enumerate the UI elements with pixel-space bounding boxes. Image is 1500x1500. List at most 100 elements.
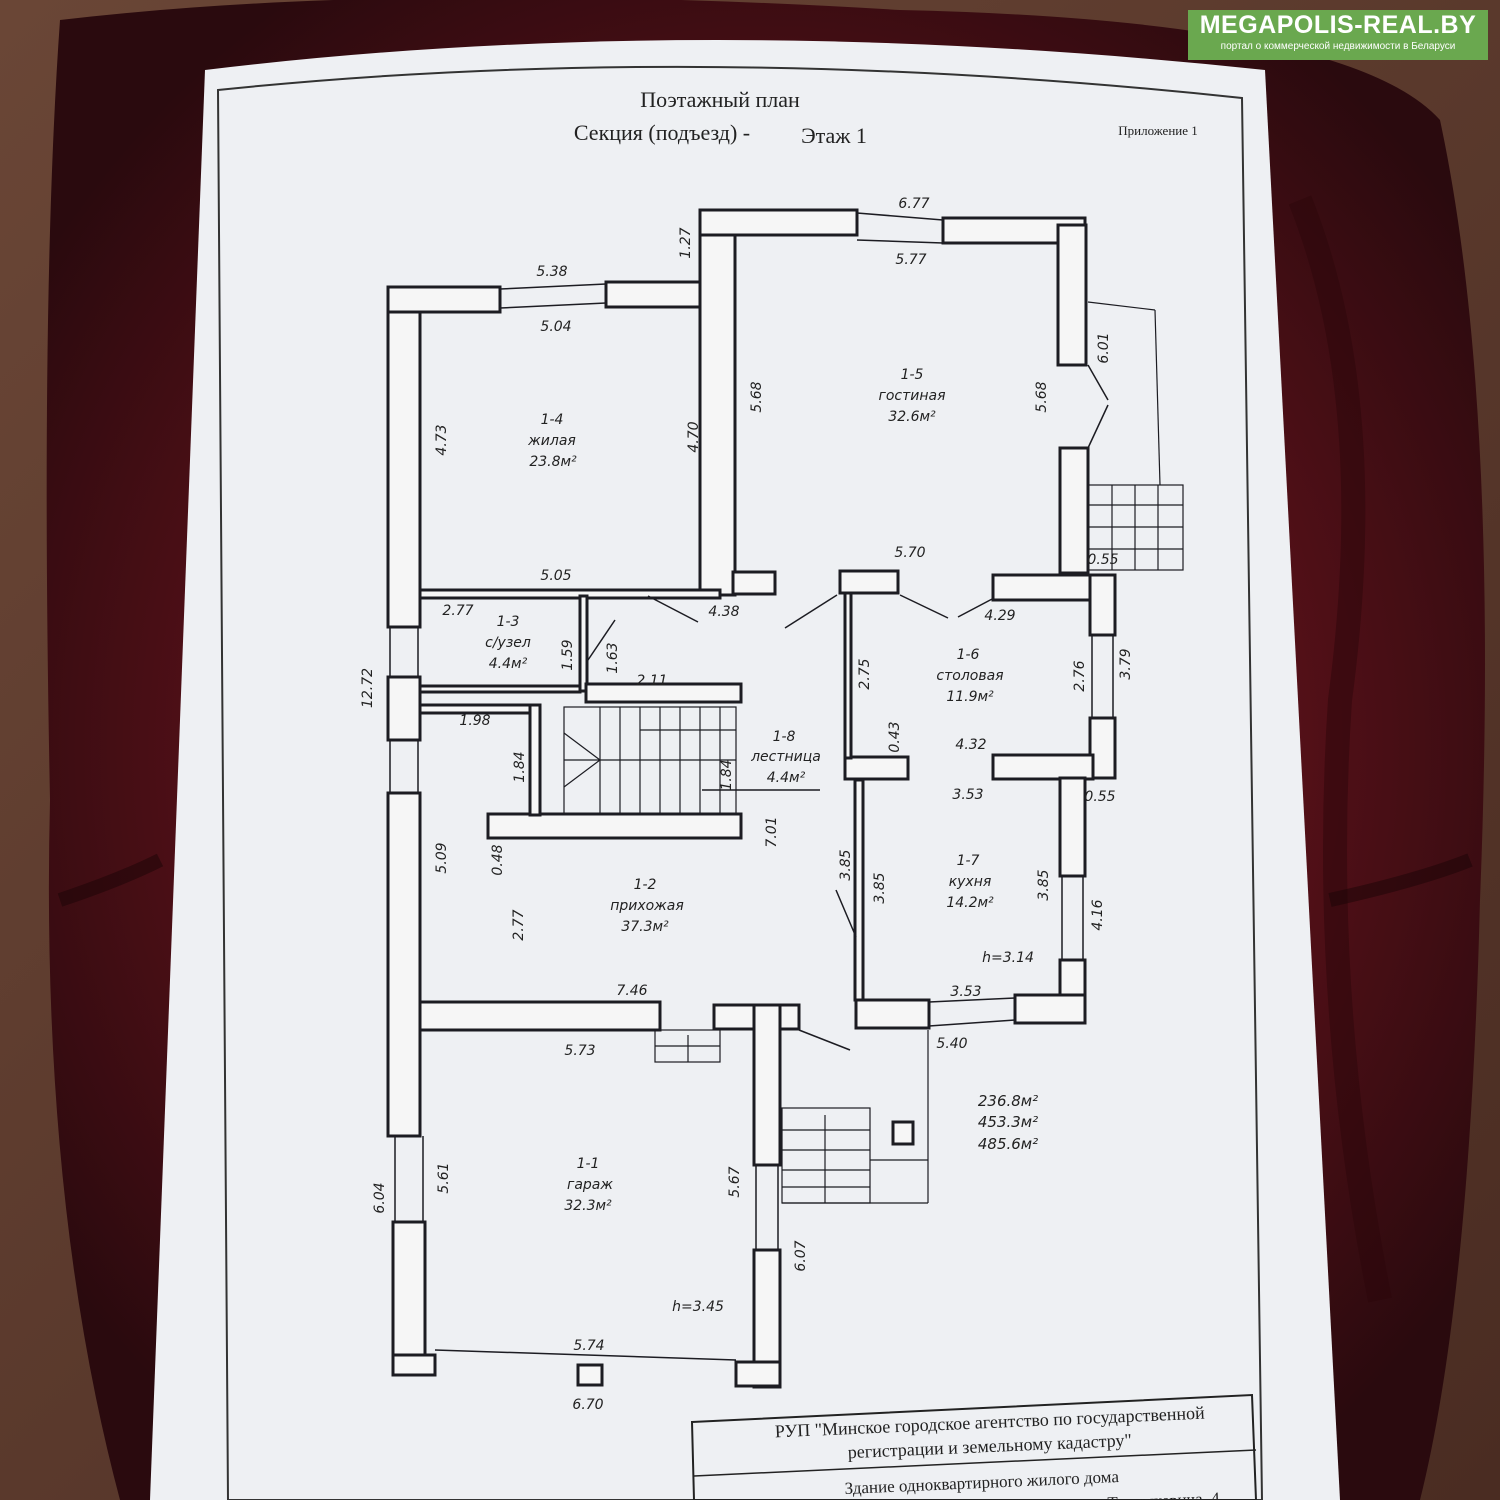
dim: 1.27 bbox=[678, 227, 694, 258]
title-stamp: РУП "Минское городское агентство по госу… bbox=[690, 1393, 1258, 1500]
dim: 3.79 bbox=[1118, 648, 1134, 679]
dim: 2.76 bbox=[1072, 660, 1088, 691]
dim: 1.98 bbox=[459, 713, 490, 729]
room-name: столовая bbox=[936, 668, 1003, 684]
dim: 3.53 bbox=[952, 787, 983, 803]
dim: 3.53 bbox=[950, 984, 981, 1000]
dim: 3.85 bbox=[1036, 869, 1052, 900]
room-1-2: 1-2 прихожая 37.3м² bbox=[610, 877, 684, 935]
room-area: 32.6м² bbox=[888, 409, 936, 425]
dim: 5.74 bbox=[573, 1338, 604, 1354]
room-labels: 1-1 гараж 32.3м² 1-2 прихожая 37.3м² 1-3… bbox=[485, 367, 1003, 1214]
dimension-labels: 5.38 5.04 6.77 5.77 5.05 5.70 2.77 4.38 … bbox=[442, 196, 1118, 1413]
watermark-logo[interactable]: MEGAPOLIS-REAL.BY портал о коммерческой … bbox=[1188, 10, 1488, 60]
dim: 5.05 bbox=[540, 568, 571, 584]
room-area: 4.4м² bbox=[489, 656, 528, 672]
dim: 2.77 bbox=[511, 909, 527, 940]
room-area: 23.8м² bbox=[529, 454, 577, 470]
total-area: 485.6м² bbox=[978, 1135, 1038, 1153]
dim: 6.07 bbox=[793, 1240, 809, 1271]
dim: 5.68 bbox=[749, 381, 765, 412]
room-name: лестница bbox=[750, 749, 821, 765]
room-id: 1-2 bbox=[634, 877, 657, 893]
room-id: 1-8 bbox=[773, 729, 796, 745]
dim: 3.85 bbox=[838, 849, 854, 880]
stairs bbox=[563, 301, 1184, 1204]
dimension-labels-vertical: 1.27 4.73 4.70 5.68 5.68 6.01 1.59 1.63 … bbox=[360, 227, 1134, 1271]
dim: 1.59 bbox=[560, 639, 576, 670]
address: Станислава Таращкевича, 4 bbox=[1019, 1489, 1220, 1500]
dim: 2.11 bbox=[636, 673, 667, 689]
room-name: гостиная bbox=[878, 388, 945, 404]
room-name: жилая bbox=[527, 433, 576, 449]
total-area: 236.8м² bbox=[978, 1092, 1038, 1110]
watermark-name: MEGAPOLIS-REAL.BY bbox=[1199, 11, 1477, 39]
room-area: 14.2м² bbox=[946, 895, 994, 911]
dim: 6.01 bbox=[1096, 332, 1112, 363]
dim: 2.77 bbox=[442, 603, 473, 619]
room-1-7: 1-7 кухня 14.2м² bbox=[946, 853, 994, 911]
dim: 0.48 bbox=[490, 844, 506, 875]
dim: 0.55 bbox=[1084, 789, 1115, 805]
watermark-tagline: портал о коммерческой недвижимости в Бел… bbox=[1220, 41, 1456, 52]
room-name: с/узел bbox=[485, 635, 531, 651]
dim: 6.70 bbox=[572, 1397, 603, 1413]
dim: 5.04 bbox=[540, 319, 571, 335]
dim: 5.40 bbox=[936, 1036, 967, 1052]
dim: 5.70 bbox=[894, 545, 925, 561]
dim: 7.46 bbox=[616, 983, 647, 999]
dim: 0.43 bbox=[887, 721, 903, 752]
room-id: 1-6 bbox=[957, 647, 980, 663]
section-label: Секция (подъезд) - bbox=[574, 120, 750, 145]
dim: 7.01 bbox=[764, 816, 780, 847]
dim: 6.77 bbox=[898, 196, 929, 212]
room-area: 4.4м² bbox=[767, 770, 806, 786]
dim: 0.55 bbox=[1087, 552, 1118, 568]
room-id: 1-4 bbox=[541, 412, 564, 428]
dim: 5.67 bbox=[727, 1166, 743, 1197]
dim: 5.73 bbox=[564, 1043, 595, 1059]
dim: 5.09 bbox=[434, 842, 450, 873]
appendix-label: Приложение 1 bbox=[1118, 123, 1198, 138]
room-1-6: 1-6 столовая 11.9м² bbox=[936, 647, 1003, 705]
room-area: 37.3м² bbox=[621, 919, 669, 935]
dim: 1.63 bbox=[605, 642, 621, 673]
room-1-3: 1-3 с/узел 4.4м² bbox=[485, 614, 531, 672]
area-totals: 236.8м² 453.3м² 485.6м² bbox=[978, 1092, 1038, 1153]
plan-title: Поэтажный план bbox=[640, 87, 800, 112]
room-1-5: 1-5 гостиная 32.6м² bbox=[878, 367, 945, 425]
dim: 4.29 bbox=[984, 608, 1015, 624]
dim: 5.77 bbox=[895, 252, 926, 268]
room-area: 11.9м² bbox=[946, 689, 994, 705]
room-id: 1-5 bbox=[901, 367, 924, 383]
windows bbox=[389, 212, 1114, 1361]
room-1-8: 1-8 лестница 4.4м² bbox=[750, 729, 821, 786]
room-id: 1-3 bbox=[497, 614, 520, 630]
dim: 1.84 bbox=[719, 759, 735, 790]
dim: 4.32 bbox=[955, 737, 986, 753]
plan-frame bbox=[216, 65, 1264, 1500]
dim: 12.72 bbox=[360, 668, 376, 708]
dim: 4.70 bbox=[686, 421, 702, 452]
dim: 6.04 bbox=[372, 1182, 388, 1213]
dim: 1.84 bbox=[512, 751, 528, 782]
room-name: гараж bbox=[567, 1177, 613, 1193]
total-area: 453.3м² bbox=[978, 1113, 1038, 1131]
room-name: кухня bbox=[949, 874, 992, 890]
room-id: 1-1 bbox=[577, 1156, 600, 1172]
dim: h=3.45 bbox=[672, 1299, 724, 1315]
dim: 4.16 bbox=[1090, 899, 1106, 930]
dim: 3.85 bbox=[872, 872, 888, 903]
room-id: 1-7 bbox=[957, 853, 980, 869]
dim: 5.61 bbox=[436, 1162, 452, 1193]
room-name: прихожая bbox=[610, 898, 684, 914]
paper-sheet bbox=[150, 40, 1340, 1500]
dim: 2.75 bbox=[857, 658, 873, 689]
dim: 5.68 bbox=[1034, 381, 1050, 412]
dim: 4.38 bbox=[708, 604, 739, 620]
doors bbox=[587, 364, 1109, 1051]
room-1-4: 1-4 жилая 23.8м² bbox=[527, 412, 577, 470]
dim: 5.38 bbox=[536, 264, 567, 280]
dim: h=3.14 bbox=[982, 950, 1034, 966]
